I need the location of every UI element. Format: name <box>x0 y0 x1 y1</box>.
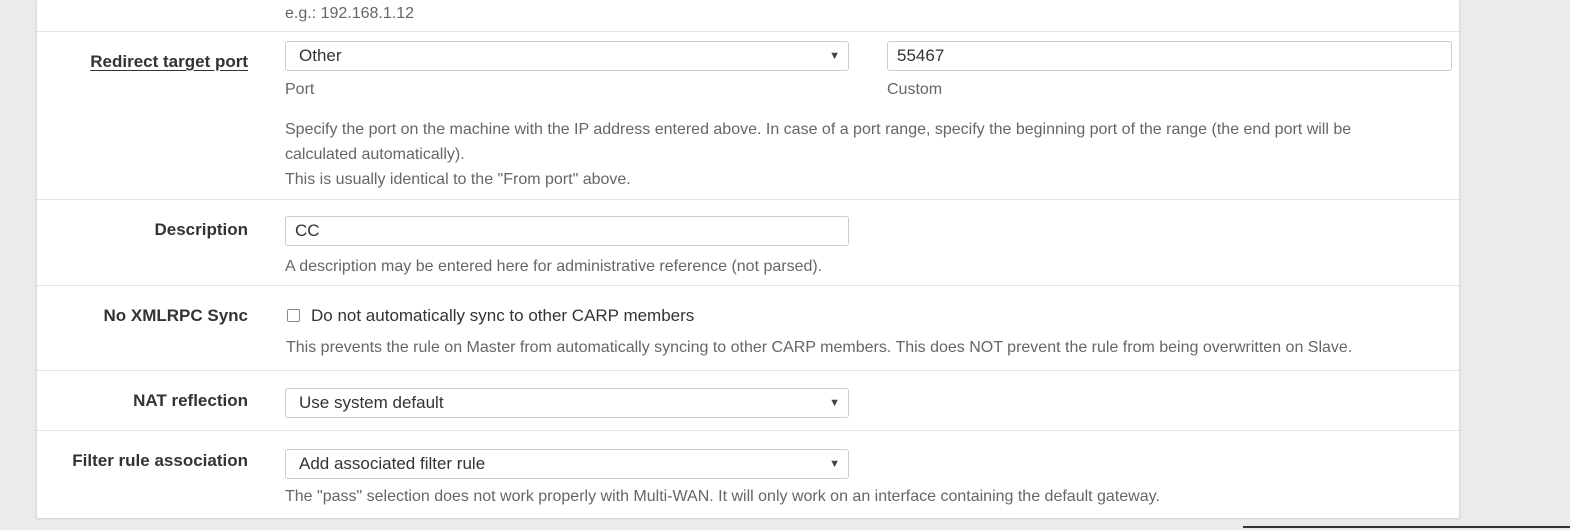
filter-rule-association-help: The "pass" selection does not work prope… <box>285 488 1160 505</box>
row-no-xmlrpc-sync: No XMLRPC Sync Do not automatically sync… <box>37 286 1459 371</box>
port-caption: Port <box>285 81 315 98</box>
row-nat-reflection: NAT reflection Use system default ▼ <box>37 371 1459 431</box>
nat-reflection-select-value: Use system default <box>299 393 444 412</box>
no-xmlrpc-sync-checkbox[interactable] <box>287 309 300 322</box>
row-filter-rule-association: Filter rule association Add associated f… <box>37 431 1459 518</box>
redirect-port-select-value: Other <box>299 46 342 65</box>
redirect-custom-port-value: 55467 <box>897 46 945 65</box>
custom-caption: Custom <box>887 81 943 98</box>
port-forward-form-panel: e.g.: 192.168.1.12 Redirect target port … <box>36 0 1460 518</box>
description-value: CC <box>295 221 320 240</box>
no-xmlrpc-sync-help: This prevents the rule on Master from au… <box>286 339 1353 356</box>
no-xmlrpc-sync-checkbox-label[interactable]: Do not automatically sync to other CARP … <box>311 306 695 325</box>
filter-rule-association-select[interactable]: Add associated filter rule ▼ <box>285 449 849 479</box>
description-label: Description <box>154 220 248 239</box>
redirect-port-help-line2: calculated automatically). <box>285 146 465 163</box>
filter-rule-association-select-value: Add associated filter rule <box>299 454 486 473</box>
nat-reflection-label: NAT reflection <box>133 391 248 410</box>
nat-reflection-select[interactable]: Use system default ▼ <box>285 388 849 418</box>
target-ip-help: e.g.: 192.168.1.12 <box>285 5 414 22</box>
chevron-down-icon: ▼ <box>829 458 840 470</box>
bottom-divider <box>1243 526 1570 528</box>
row-redirect-target-ip: e.g.: 192.168.1.12 <box>37 0 1459 32</box>
filter-rule-association-label: Filter rule association <box>72 451 248 470</box>
redirect-port-help-line1: Specify the port on the machine with the… <box>285 121 1352 138</box>
chevron-down-icon: ▼ <box>829 50 840 62</box>
redirect-custom-port-input[interactable]: 55467 <box>887 41 1452 71</box>
row-redirect-target-port: Redirect target port Other ▼ Port 55467 … <box>37 32 1459 200</box>
redirect-target-port-label[interactable]: Redirect target port <box>90 52 248 71</box>
row-description: Description CC A description may be ente… <box>37 200 1459 286</box>
chevron-down-icon: ▼ <box>829 397 840 409</box>
redirect-port-select[interactable]: Other ▼ <box>285 41 849 71</box>
no-xmlrpc-sync-label: No XMLRPC Sync <box>103 306 248 325</box>
description-help: A description may be entered here for ad… <box>285 258 823 275</box>
description-input[interactable]: CC <box>285 216 849 246</box>
redirect-port-help-line3: This is usually identical to the "From p… <box>285 171 631 188</box>
